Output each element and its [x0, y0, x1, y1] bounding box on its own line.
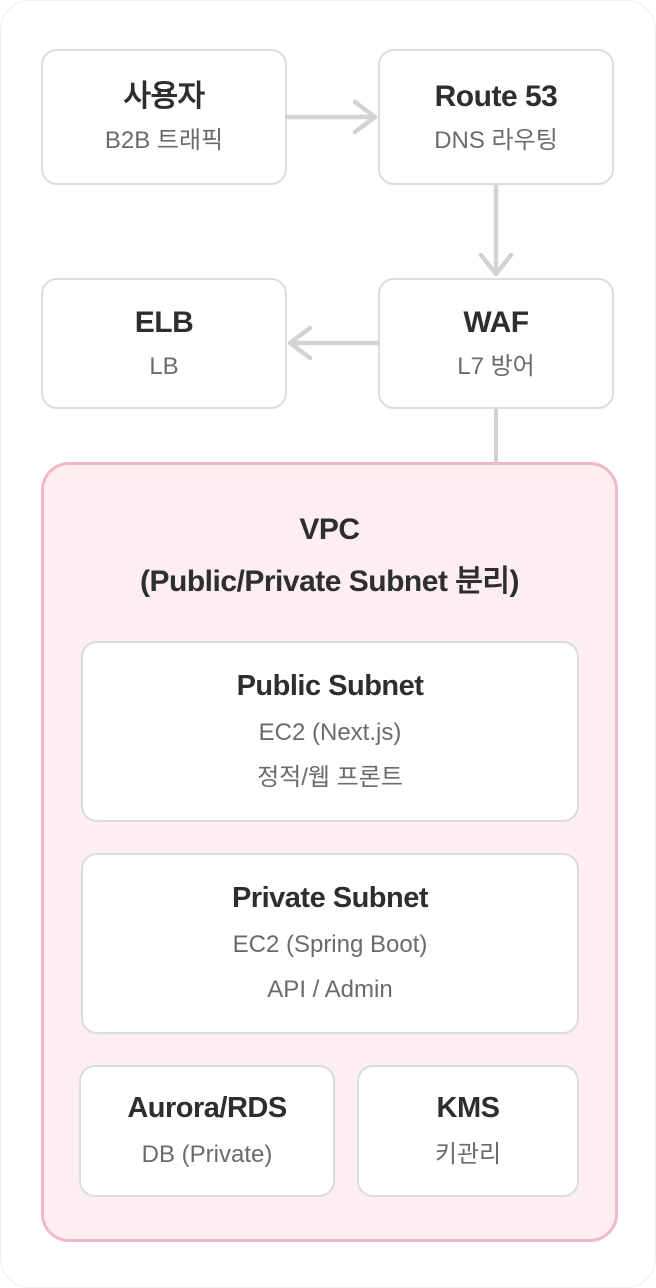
aurora-rds-subtitle: DB (Private)	[141, 1141, 273, 1169]
kms-subtitle: 키관리	[434, 1141, 502, 1169]
node-private-subnet: Private Subnet EC2 (Spring Boot) API / A…	[81, 853, 579, 1034]
node-waf-subtitle: L7 방어	[457, 353, 535, 381]
node-waf-title: WAF	[463, 306, 529, 340]
edge-waf-to-vpc-line	[494, 409, 498, 464]
edge-waf-to-elb-arrow-icon	[285, 321, 380, 365]
public-subnet-title: Public Subnet	[236, 669, 424, 702]
public-subnet-line2: 정적/웹 프론트	[257, 764, 403, 792]
node-route53-title: Route 53	[434, 79, 558, 113]
edge-user-to-route53-arrow-icon	[285, 95, 380, 139]
vpc-title-line2: (Public/Private Subnet 분리)	[140, 565, 519, 598]
public-subnet-line1: EC2 (Next.js)	[258, 718, 402, 746]
private-subnet-line2: API / Admin	[267, 976, 393, 1004]
node-elb: ELB LB	[41, 278, 287, 409]
private-subnet-title: Private Subnet	[231, 881, 429, 914]
node-route53: Route 53 DNS 라우팅	[378, 49, 614, 185]
node-waf: WAF L7 방어	[378, 278, 614, 409]
private-subnet-line1: EC2 (Spring Boot)	[232, 930, 428, 958]
node-user-title: 사용자	[123, 79, 205, 113]
node-user: 사용자 B2B 트래픽	[41, 49, 287, 185]
vpc-title-line1: VPC	[299, 513, 360, 546]
node-elb-subtitle: LB	[149, 353, 179, 381]
aurora-rds-title: Aurora/RDS	[127, 1092, 287, 1125]
node-route53-subtitle: DNS 라우팅	[434, 126, 558, 154]
node-kms: KMS 키관리	[357, 1065, 579, 1197]
node-aurora-rds: Aurora/RDS DB (Private)	[79, 1065, 335, 1197]
edge-route53-to-waf-arrow-icon	[476, 185, 516, 278]
node-user-subtitle: B2B 트래픽	[104, 126, 224, 154]
node-public-subnet: Public Subnet EC2 (Next.js) 정적/웹 프론트	[81, 641, 579, 822]
node-elb-title: ELB	[134, 306, 194, 340]
vpc-title: VPC (Public/Private Subnet 분리)	[41, 504, 618, 608]
kms-title: KMS	[436, 1092, 500, 1125]
